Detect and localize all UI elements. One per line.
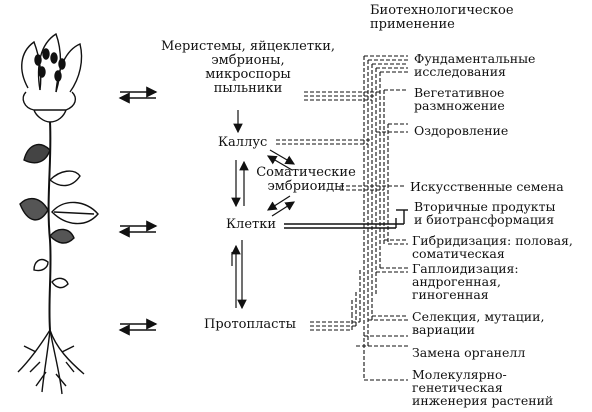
app-organelle-replacement: Замена органелл <box>412 345 526 360</box>
plant-illustration <box>17 32 99 395</box>
source-cells: Клетки <box>226 217 276 232</box>
app-selection-mutations: Селекция, мутации, вариации <box>412 309 545 337</box>
app-hybridization: Гибридизация: половая, соматическая <box>412 233 573 261</box>
source-protoplasts: Протопласты <box>204 317 296 332</box>
source-callus: Каллус <box>218 135 268 150</box>
source-meristems: Меристемы, яйцеклетки, эмбрионы, микросп… <box>161 39 335 96</box>
app-genetic-engineering: Молекулярно- генетическая инженерия раст… <box>412 367 554 408</box>
app-vegetative-propagation: Вегетативное размножение <box>414 85 505 113</box>
app-secondary-products: Вторичные продукты и биотрансформация <box>414 199 556 227</box>
app-artificial-seeds: Искусственные семена <box>410 179 564 194</box>
app-healing: Оздоровление <box>414 123 509 138</box>
cells-connectors <box>284 209 408 229</box>
header-biotech-application: Биотехнологическое применение <box>370 3 514 32</box>
app-fundamental-research: Фундаментальные исследования <box>414 51 536 79</box>
source-somatic-embryoids: Соматические эмбриоиды <box>256 165 356 194</box>
app-haploidization: Гаплоидизация: андрогенная, гиногенная <box>412 261 519 302</box>
plant-arrows <box>118 86 158 336</box>
source-arrows <box>231 110 296 310</box>
